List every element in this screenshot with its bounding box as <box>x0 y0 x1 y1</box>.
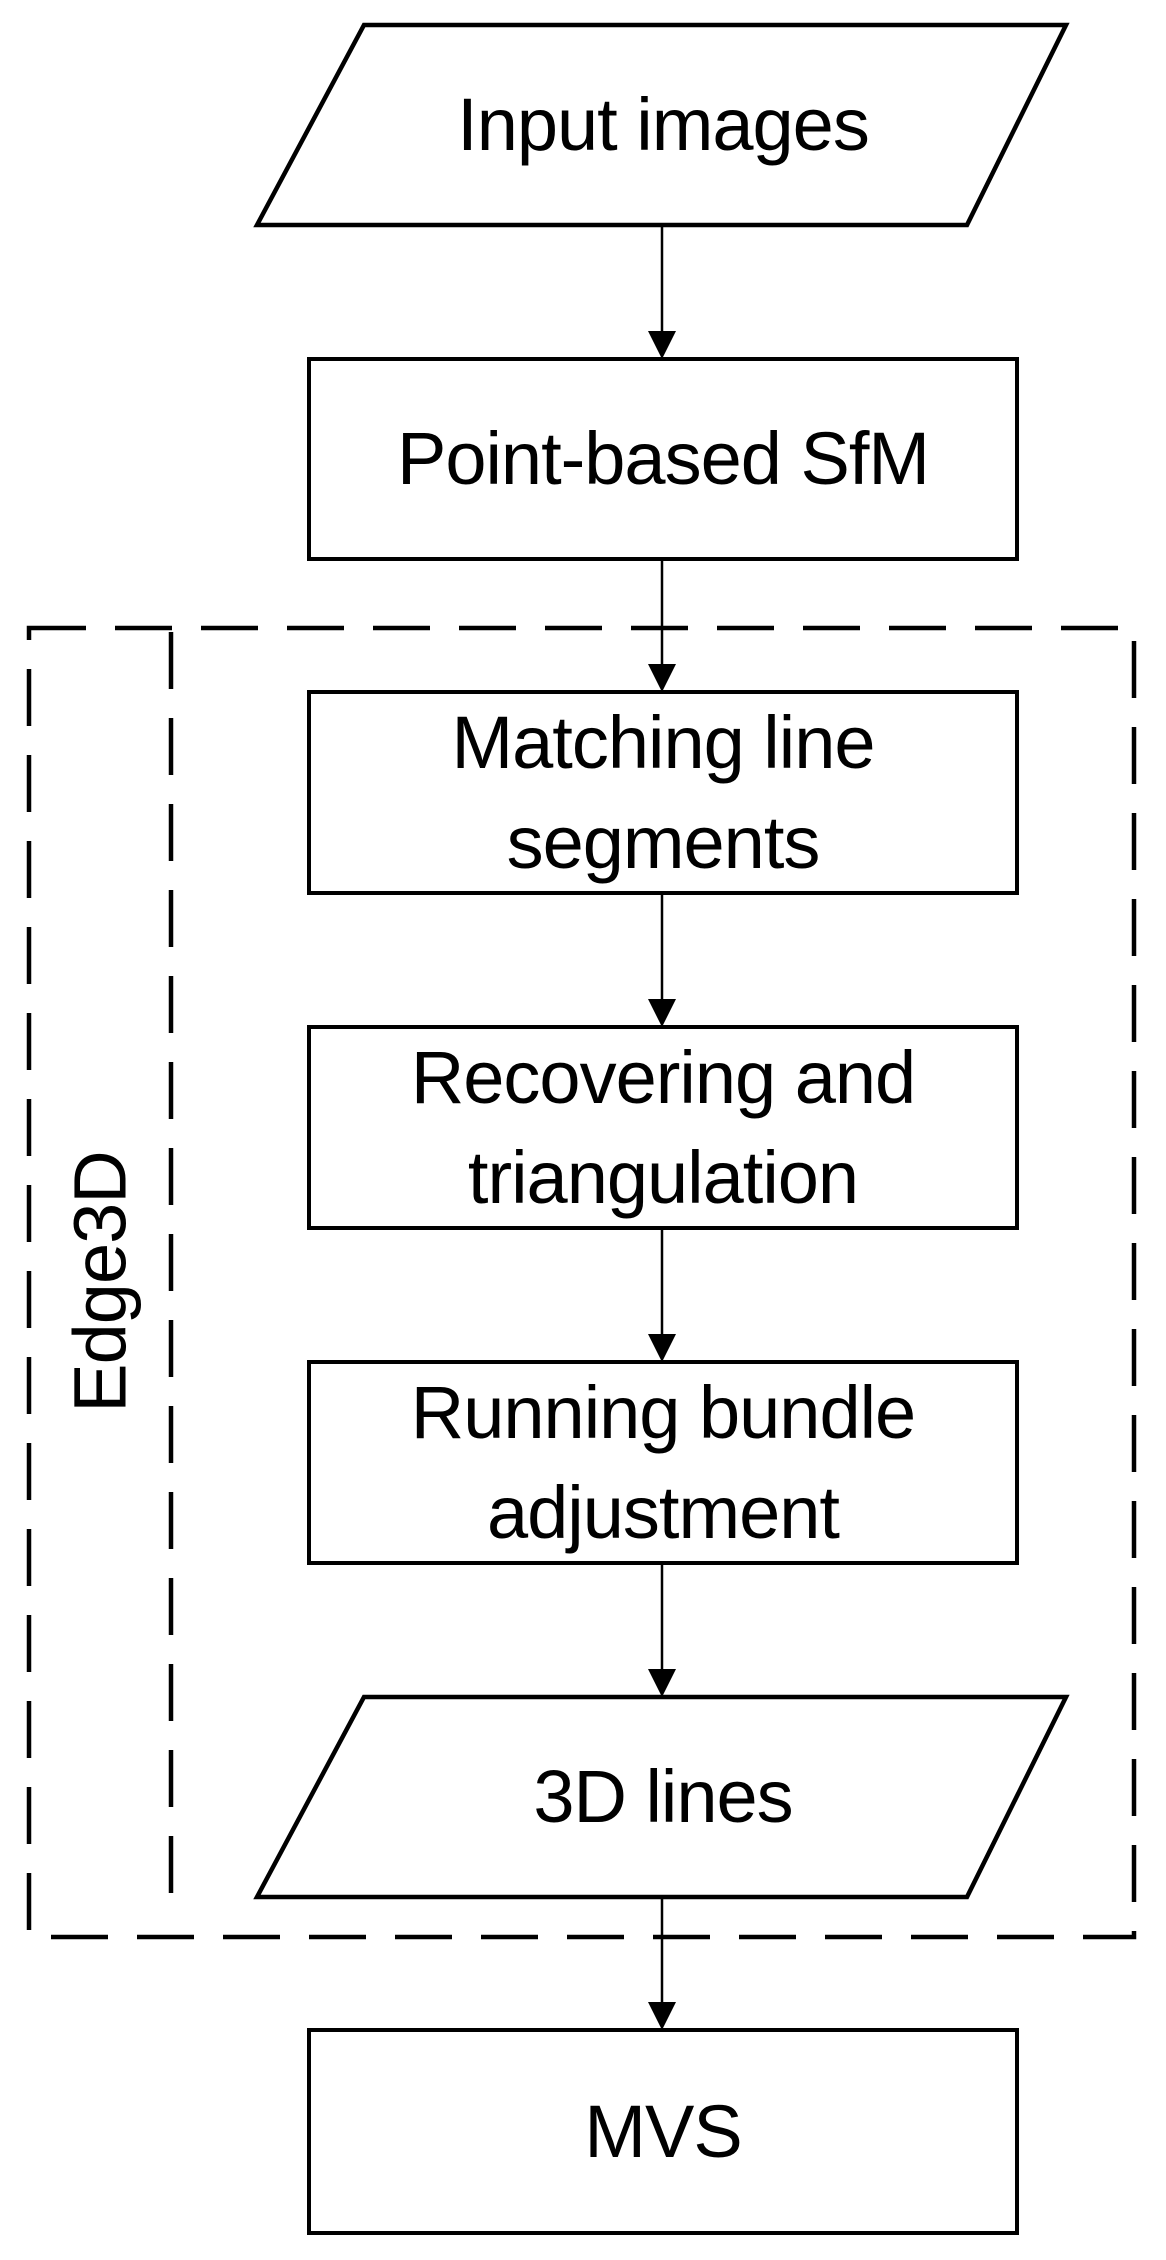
arrow-3dlines-to-mvs <box>648 1897 676 2030</box>
arrow-sfm-to-matching <box>648 559 676 692</box>
arrow-matching-to-recovering <box>648 893 676 1027</box>
arrow-recovering-to-bundle <box>648 1228 676 1362</box>
arrow-input-to-sfm <box>648 225 676 359</box>
3d-lines-parallelogram <box>253 1694 1070 1900</box>
edge3d-group-label: Edge3D <box>58 1151 142 1413</box>
arrowhead-icon <box>648 664 676 692</box>
arrow-bundle-to-3dlines <box>648 1563 676 1697</box>
mvs-box <box>307 2028 1019 2235</box>
matching-line-segments-box <box>307 690 1019 895</box>
running-bundle-adjustment-box <box>307 1360 1019 1565</box>
arrowhead-icon <box>648 331 676 359</box>
input-images-parallelogram <box>253 22 1070 228</box>
arrowhead-icon <box>648 999 676 1027</box>
edge3d-group-dashed-border <box>26 625 1137 1940</box>
arrowhead-icon <box>648 1669 676 1697</box>
arrowhead-icon <box>648 2002 676 2030</box>
recovering-triangulation-box <box>307 1025 1019 1230</box>
arrowhead-icon <box>648 1334 676 1362</box>
point-based-sfm-box <box>307 357 1019 561</box>
